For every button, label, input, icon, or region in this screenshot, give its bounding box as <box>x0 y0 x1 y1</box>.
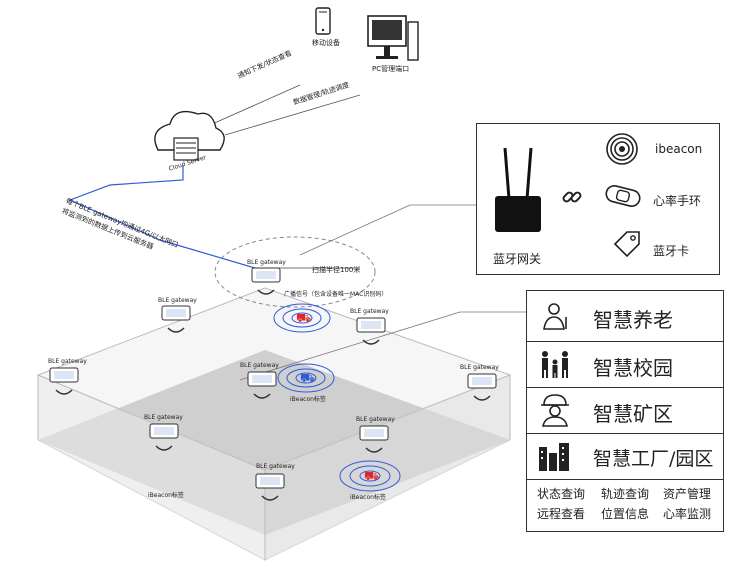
gateway-icon-right2 <box>359 425 389 453</box>
gateway-icons <box>49 267 497 501</box>
miner-icon <box>541 394 569 427</box>
gateway-label-top: BLE gateway <box>247 259 286 266</box>
connector-device-panel <box>299 204 411 256</box>
svg-text:⛟: ⛟ <box>364 469 379 483</box>
ibeacon-tag-label-2: iBeacon标签 <box>148 492 184 499</box>
svg-text:⛟: ⛟ <box>296 311 311 325</box>
broadcast-text: 广播信号（包含设备唯一MAC识别码） <box>284 291 388 298</box>
band-label: 心率手环 <box>653 194 702 208</box>
solution-label-elderly: 智慧养老 <box>593 308 673 332</box>
card-label: 蓝牙卡 <box>653 244 690 258</box>
link-icon <box>562 191 582 203</box>
bluetooth-card-icon <box>613 231 640 258</box>
gateway-label-center: BLE gateway <box>240 362 279 369</box>
solution-row-campus: 智慧校园 <box>527 341 723 388</box>
cloud-pc-line <box>224 94 361 136</box>
solutions-panel: 智慧养老 智慧校园 智慧矿区 智慧工厂/园区 状态查询 轨迹查询 资产 <box>526 290 724 532</box>
floor-box <box>36 287 512 561</box>
feature-track-query: 轨迹查询 <box>601 487 650 501</box>
ibeacon-tag-1: ⛟ <box>273 303 331 333</box>
ibeacon-tag-3: ⛟ <box>339 460 401 492</box>
feature-heart-rate: 心率监测 <box>663 507 712 521</box>
cloud-mobile-line <box>209 84 301 126</box>
solution-row-mine: 智慧矿区 <box>527 387 723 434</box>
feature-location-info: 位置信息 <box>601 507 650 521</box>
gateway-icon-right1 <box>356 317 386 345</box>
gateway-label-farleft: BLE gateway <box>48 358 87 365</box>
mobile-label: 移动设备 <box>312 39 340 47</box>
gateway-icon-left1 <box>161 305 191 333</box>
gateway-icon-left2 <box>149 423 179 451</box>
gateway-icon-center <box>247 371 277 399</box>
gateway-label-left1: BLE gateway <box>158 297 197 304</box>
solution-label-campus: 智慧校园 <box>593 356 673 380</box>
cloud-server-icon <box>154 110 225 161</box>
gateway-label-right1: BLE gateway <box>350 308 389 315</box>
feature-asset-management: 资产管理 <box>663 487 712 501</box>
ibeacon-icon <box>606 133 638 165</box>
gateway-icon-farright <box>467 373 497 401</box>
gateway-icon-farleft <box>49 367 79 395</box>
gateway-label-farright: BLE gateway <box>460 364 499 371</box>
uplink-line <box>68 165 256 269</box>
feature-status-query: 状态查询 <box>537 487 586 501</box>
gateway-label-bottom: BLE gateway <box>256 463 295 470</box>
ibeacon-tag-label-1: iBeacon标签 <box>290 396 326 403</box>
gateway-label-left2: BLE gateway <box>144 414 183 421</box>
scan-range-ellipse <box>214 236 376 308</box>
router-icon <box>495 147 541 232</box>
solution-label-mine: 智慧矿区 <box>593 402 673 426</box>
heart-band-icon <box>605 185 641 207</box>
gateway-icon-bottom <box>255 473 285 501</box>
scan-radius-text: 扫描半径100米 <box>312 266 361 274</box>
mobile-phone-icon <box>315 7 331 35</box>
device-panel: 蓝牙网关 ibeacon 心率手环 蓝牙卡 <box>476 123 720 275</box>
solution-row-factory: 智慧工厂/园区 <box>527 433 723 480</box>
factory-icon <box>539 443 569 471</box>
pc-monitor-icon <box>367 15 419 61</box>
solution-label-factory: 智慧工厂/园区 <box>593 448 714 470</box>
gateway-label-right2: BLE gateway <box>356 416 395 423</box>
family-icon <box>542 351 568 378</box>
gateway-icon-top <box>251 267 281 295</box>
elderly-icon <box>543 303 567 330</box>
connector-solution-panel <box>239 311 461 381</box>
ibeacon-label: ibeacon <box>655 142 703 156</box>
svg-text:⛟: ⛟ <box>300 371 315 385</box>
solution-row-elderly: 智慧养老 <box>527 291 723 342</box>
router-label: 蓝牙网关 <box>493 252 542 266</box>
feature-remote-view: 远程查看 <box>537 507 586 521</box>
ibeacon-tag-2: ⛟ <box>277 363 335 393</box>
pc-label: PC管理端口 <box>372 65 410 73</box>
ibeacon-tag-label-3: iBeacon标签 <box>350 494 386 501</box>
